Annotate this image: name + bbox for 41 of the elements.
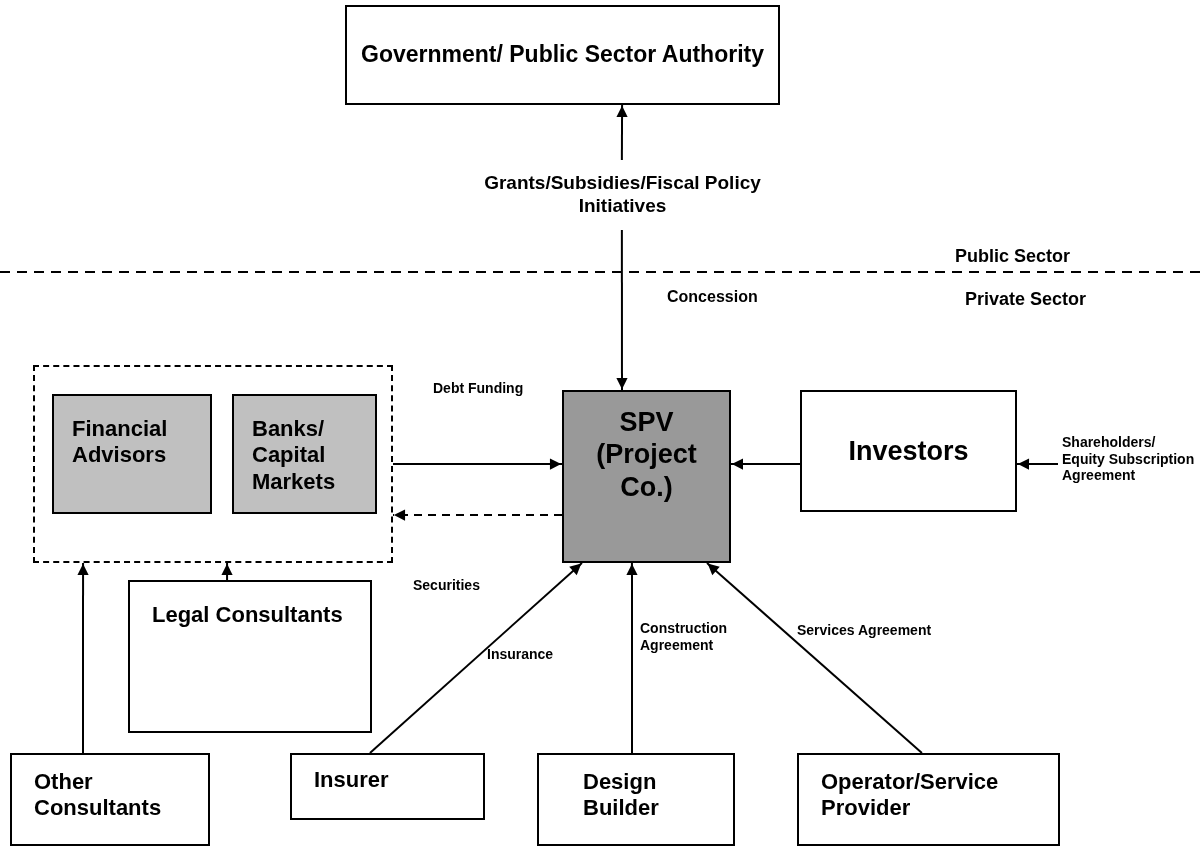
entity-box (345, 5, 780, 105)
edge-label: Construction Agreement (640, 620, 729, 654)
box-label: Financial Advisors (72, 416, 169, 469)
box-label: SPV (Project Co.) (595, 406, 698, 504)
edge-label: Services Agreement (797, 622, 932, 639)
edge-label: Insurance (487, 646, 554, 663)
dashed-arrow (392, 509, 563, 521)
arrow (221, 562, 233, 581)
group-box (33, 365, 393, 563)
arrow (616, 229, 628, 391)
spv-box (562, 390, 731, 563)
arrow (616, 104, 628, 161)
edge-label: Securities (413, 577, 480, 594)
box-label: Design Builder (583, 769, 660, 822)
sector-label: Private Sector (965, 289, 1087, 311)
box-label: Investors (847, 434, 970, 468)
arrow (77, 562, 89, 754)
box-label: Banks/ Capital Markets (252, 416, 337, 496)
arrow (392, 458, 563, 470)
entity-box (800, 390, 1017, 512)
entity-box (52, 394, 212, 514)
box-label: Government/ Public Sector Authority (360, 41, 765, 69)
arrow (706, 562, 923, 754)
entity-box (10, 753, 210, 846)
entity-box (537, 753, 735, 846)
entity-box (128, 580, 372, 733)
box-label: Insurer (314, 767, 390, 794)
box-label: Other Consultants (34, 769, 163, 822)
box-label: Operator/Service Provider (821, 769, 1000, 822)
edge-label: Debt Funding (433, 380, 525, 397)
entity-box (290, 753, 485, 820)
entity-box (797, 753, 1060, 846)
arrow (626, 562, 638, 754)
sector-label: Public Sector (955, 246, 1071, 268)
box-label: Legal Consultants (152, 602, 344, 629)
flow-label: Grants/Subsidies/Fiscal Policy Initiatives (483, 172, 762, 218)
flow-label: Shareholders/ Equity Subscription Agreement (1062, 433, 1196, 485)
entity-box (232, 394, 377, 514)
arrow (1016, 458, 1059, 470)
arrow (730, 458, 801, 470)
edge-label: Concession (667, 287, 758, 307)
